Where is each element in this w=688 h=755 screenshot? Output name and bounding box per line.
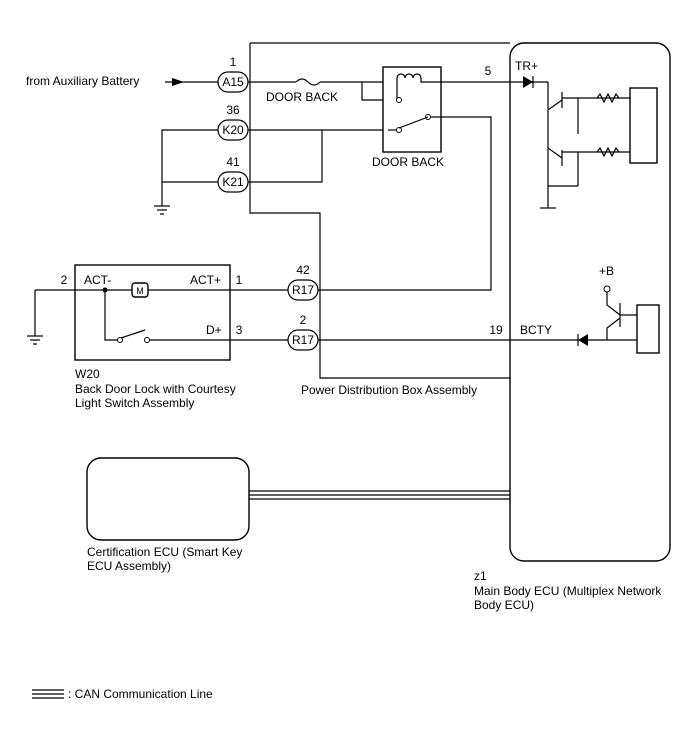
door-back-fuse	[295, 78, 321, 86]
plus-b-label: +B	[599, 264, 614, 278]
w20-assembly-box	[74, 264, 231, 361]
connector-k21-label: K21	[222, 175, 244, 189]
connector-r17-act: R17 42	[287, 263, 319, 301]
connector-k20-label: K20	[222, 123, 244, 137]
door-back-relay-label: DOOR BACK	[372, 155, 444, 169]
relay-contact-nc	[396, 97, 402, 103]
relay-switch-arm	[398, 116, 429, 129]
courtesy-switch-contact-b	[144, 337, 150, 343]
from-aux-battery-label: from Auxiliary Battery	[26, 74, 139, 88]
pin-r17-act: 42	[296, 263, 310, 277]
pdb-assembly-label: Power Distribution Box Assembly	[301, 383, 477, 397]
pin-tr-plus: 5	[485, 64, 492, 78]
pin-k20: 36	[226, 103, 240, 117]
ground-symbol	[154, 205, 170, 215]
cert-ecu-name-line2: ECU Assembly)	[87, 559, 171, 573]
legend-can-label: : CAN Communication Line	[68, 687, 213, 701]
connector-k21: K21 41	[217, 155, 249, 193]
act-minus-label: ACT-	[84, 273, 111, 287]
w20-code: W20	[75, 367, 100, 381]
relay-coil-leads	[396, 78, 441, 100]
z1-code: z1	[474, 569, 487, 583]
certification-ecu-box	[86, 457, 250, 541]
act-plus-label: ACT+	[190, 273, 221, 287]
pin-bcty: 19	[489, 323, 503, 337]
bcty-label: BCTY	[520, 323, 552, 337]
door-back-relay-box	[382, 66, 442, 153]
pin-w20-act-minus: 2	[61, 273, 68, 287]
main-body-ecu-box	[509, 42, 671, 562]
legend-can-line: : CAN Communication Line	[32, 687, 213, 701]
wire-k21-k20	[248, 130, 323, 183]
ground-symbol-w20	[27, 335, 43, 345]
tr-plus-label: TR+	[515, 59, 538, 73]
connector-a15-label: A15	[222, 75, 244, 89]
bcty-diode	[578, 334, 588, 346]
main-body-ecu-name-line2: Body ECU)	[474, 598, 534, 612]
main-body-ecu-name-line1: Main Body ECU (Multiplex Network	[474, 584, 662, 598]
w20-name-line2: Light Switch Assembly	[75, 396, 194, 410]
relay-coil	[396, 73, 422, 79]
wire-k20-ground	[161, 129, 218, 206]
wire-relay-r17-42	[318, 116, 492, 291]
relay-contact-com	[396, 127, 402, 133]
connector-r17-d-label: R17	[292, 333, 314, 347]
tr-transistor-pair	[547, 82, 563, 186]
bcty-logic-block	[636, 304, 660, 354]
door-back-fuse-label: DOOR BACK	[266, 90, 338, 104]
battery-input-arrow	[172, 78, 184, 86]
pin-w20-act-plus: 1	[236, 273, 243, 287]
can-communication-line	[249, 490, 510, 500]
connector-r17-act-label: R17	[292, 283, 314, 297]
connector-r17-d: R17 2	[287, 313, 319, 351]
pin-a15: 1	[230, 55, 237, 69]
motor-icon: M	[136, 286, 144, 296]
w20-name-line1: Back Door Lock with Courtesy	[75, 382, 236, 396]
tr-resistor-lower	[596, 146, 620, 158]
cert-ecu-name-line1: Certification ECU (Smart Key	[87, 545, 242, 559]
pin-k21: 41	[226, 155, 240, 169]
wire-switch-left	[104, 290, 118, 341]
connector-a15: A15 1	[217, 55, 249, 93]
tr-resistor-upper	[596, 92, 620, 104]
courtesy-switch-contact-a	[117, 337, 123, 343]
tr-plus-diode	[523, 76, 533, 88]
pin-w20-d-plus: 3	[236, 323, 243, 337]
d-plus-label: D+	[206, 323, 222, 337]
power-distribution-box-outline	[249, 42, 510, 379]
courtesy-switch-arm	[120, 329, 146, 339]
plus-b-terminal	[603, 285, 611, 293]
tr-ground-symbol	[540, 186, 556, 209]
connector-k20: K20 36	[217, 103, 249, 141]
tr-logic-block	[629, 87, 658, 164]
pin-r17-d: 2	[300, 313, 307, 327]
